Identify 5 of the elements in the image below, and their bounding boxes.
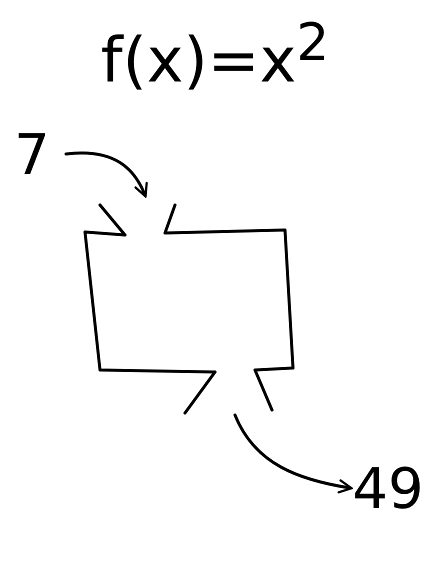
number-label: 49 <box>350 462 426 528</box>
title: f(x)=x$^{2}$ <box>100 18 330 92</box>
arrow <box>234 414 353 494</box>
arrow <box>64 152 148 198</box>
number-label: 7 <box>8 128 56 194</box>
